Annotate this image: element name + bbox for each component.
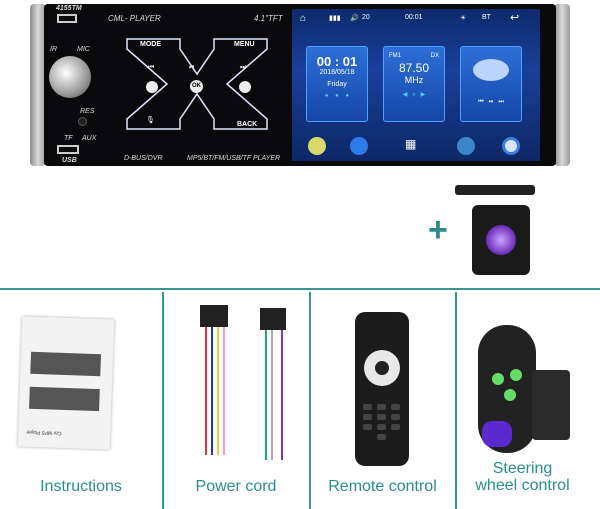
backup-camera: [472, 205, 530, 275]
clock-day: Friday: [327, 81, 347, 88]
formats-label: MP5/BT/FM/USB/TF PLAYER: [187, 155, 281, 162]
radio-controls[interactable]: ◀ ⌕ ▶: [402, 92, 426, 98]
brand-label: CML- PLAYER: [108, 14, 161, 23]
power-cord: [200, 305, 286, 460]
status-time: 00:01: [405, 14, 423, 21]
mode-button[interactable]: MODE: [140, 41, 161, 48]
radio-frequency: 87.50: [398, 61, 430, 75]
tf-label: TF: [64, 135, 73, 142]
steering-wheel-control: [478, 325, 536, 453]
call-end-icon[interactable]: [239, 81, 251, 93]
volume-level: 20: [362, 14, 370, 21]
apps-grid-icon[interactable]: ▦: [405, 137, 417, 151]
manual-image: [29, 386, 100, 412]
unit-right-cap: [554, 4, 570, 166]
radio-unit: MHz: [404, 75, 424, 85]
divider: [162, 292, 164, 509]
usb-port-top[interactable]: [57, 14, 77, 23]
camera-app-icon[interactable]: [350, 137, 368, 155]
label-instructions: Instructions: [40, 478, 122, 495]
ir-label: IR: [50, 46, 57, 53]
dbus-label: D-BUS/DVR: [124, 155, 163, 162]
divider-top: [0, 288, 600, 290]
touch-screen: ⌂ ▮▮▮ 🔊 20 00:01 ☀ BT ↩ 00 : 01 2018/05/…: [292, 9, 540, 161]
radio-mode: DX: [430, 53, 439, 59]
back-button[interactable]: BACK: [237, 121, 258, 128]
res-label: RES: [80, 108, 95, 115]
clock-widget[interactable]: 00 : 01 2018/05/18 Friday ● ● ●: [306, 46, 368, 122]
label-power-cord: Power cord: [195, 478, 277, 495]
plus-sign: +: [428, 211, 448, 249]
model-label: 4155TM: [56, 5, 82, 12]
clock-date: 2018/05/18: [319, 69, 355, 76]
camera-bracket: [455, 185, 535, 195]
instructions-manual: Car MP5 Player: [17, 316, 115, 450]
page-dots: ● ● ●: [324, 93, 350, 99]
label-remote-control: Remote control: [328, 478, 437, 495]
play-pause-icon[interactable]: ⏯: [189, 64, 195, 71]
volume-icon: 🔊: [350, 15, 359, 22]
label-steering-wheel-control: Steering wheel control: [475, 460, 570, 494]
bt-status: BT: [482, 14, 491, 21]
music-controls[interactable]: ⏮ ⏯ ⏭: [478, 99, 504, 105]
settings-icon[interactable]: [502, 137, 520, 155]
usb-label: USB: [62, 157, 77, 164]
steering-strap: [532, 370, 570, 440]
remote-control: [355, 312, 409, 466]
prev-track-icon[interactable]: ⏮: [148, 64, 155, 71]
remote-ok-button: [375, 361, 389, 375]
aux-jack[interactable]: [78, 117, 87, 126]
home-icon[interactable]: ⌂: [300, 13, 307, 24]
back-arrow-icon[interactable]: ↩: [510, 12, 520, 24]
battery-icon: ▮▮▮: [329, 15, 341, 22]
music-cloud-icon: [473, 59, 509, 81]
radio-band: FM1: [389, 53, 401, 59]
calendar-icon[interactable]: [308, 137, 326, 155]
camera-lens: [486, 225, 516, 255]
brightness-icon[interactable]: ☀: [460, 15, 467, 22]
aux-label: AUX: [82, 135, 97, 142]
clock-time: 00 : 01: [316, 54, 358, 69]
next-track-icon[interactable]: ⏭: [240, 64, 247, 71]
manual-image: [30, 351, 102, 377]
ok-button[interactable]: OK: [190, 80, 203, 93]
unit-left-cap: [30, 4, 46, 166]
x-touch-panel: [126, 38, 268, 130]
divider: [455, 292, 457, 509]
divider: [309, 292, 311, 509]
screen-size-label: 4.1"TFT: [254, 14, 283, 23]
volume-knob[interactable]: [49, 56, 91, 98]
music-widget[interactable]: ⏮ ⏯ ⏭: [460, 46, 522, 122]
radio-widget[interactable]: FM1 DX 87.50 MHz ◀ ⌕ ▶: [383, 46, 445, 122]
menu-button[interactable]: MENU: [234, 41, 255, 48]
voice-icon[interactable]: 🎙: [146, 117, 155, 124]
car-icon[interactable]: [457, 137, 475, 155]
manual-title: Car MP5 Player: [26, 428, 62, 436]
call-answer-icon[interactable]: [146, 81, 158, 93]
mic-label: MIC: [77, 46, 90, 53]
usb-port-bottom[interactable]: [57, 145, 79, 154]
